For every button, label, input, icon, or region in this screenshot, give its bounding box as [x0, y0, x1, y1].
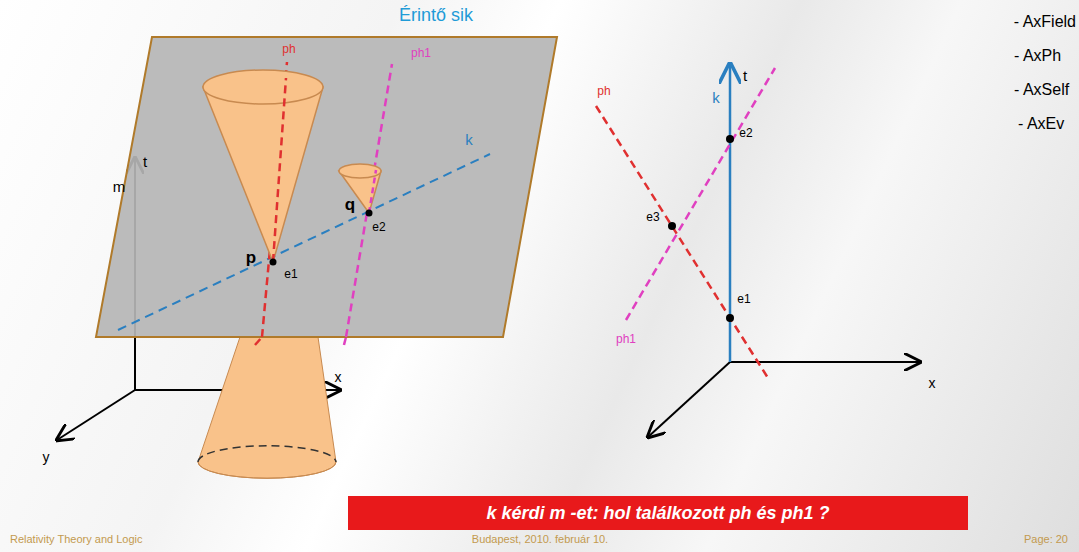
event-e2 — [726, 135, 734, 143]
axiom-name: - AxEv — [1018, 115, 1064, 133]
event-e3 — [668, 222, 676, 230]
k-line — [118, 154, 490, 330]
event-label: e2 — [739, 127, 752, 140]
line-label: k — [465, 132, 473, 149]
axis-label: y — [43, 450, 50, 465]
axiom-name: - AxPh — [1014, 47, 1061, 65]
point-p — [270, 259, 277, 266]
line-label: k — [712, 90, 720, 107]
axis-label: m — [113, 179, 126, 196]
tangent-plane — [96, 37, 557, 337]
line-label: ph1 — [411, 47, 431, 60]
footer-text: Relativity Theory and Logic — [10, 533, 142, 545]
ph1-line-lower — [344, 337, 346, 345]
footer-text: Budapest, 2010. február 10. — [472, 533, 608, 545]
ph-line-right — [596, 106, 768, 378]
event-label: e1 — [284, 268, 297, 281]
line-label: ph1 — [616, 333, 636, 346]
axis-label: x — [929, 376, 936, 391]
question-text: k kérdi m -et: hol találkozott ph és ph1… — [486, 503, 829, 524]
event-e1 — [726, 314, 734, 322]
axis-label: t — [743, 68, 747, 85]
ph-line-lower — [255, 337, 262, 345]
ph1-line-right — [626, 68, 775, 320]
question-banner: k kérdi m -et: hol találkozott ph és ph1… — [348, 496, 968, 530]
axiom-name: - AxSelf — [1014, 81, 1069, 99]
lower-cone — [198, 337, 336, 478]
big-cone — [203, 70, 323, 262]
event-label: e2 — [372, 221, 385, 234]
axis-label: t — [143, 154, 147, 171]
plane-title: Érintő sik — [399, 6, 473, 26]
point-label: p — [246, 249, 256, 268]
footer-text: Page: 20 — [1024, 533, 1068, 545]
axis-label: x — [335, 370, 342, 385]
axiom-name: - AxField — [1014, 13, 1076, 31]
point-label: q — [345, 196, 355, 215]
event-label: e1 — [737, 293, 750, 306]
event-label: e3 — [646, 211, 659, 224]
point-q — [366, 210, 373, 217]
line-label: ph — [597, 85, 610, 98]
line-label: ph — [282, 43, 295, 56]
